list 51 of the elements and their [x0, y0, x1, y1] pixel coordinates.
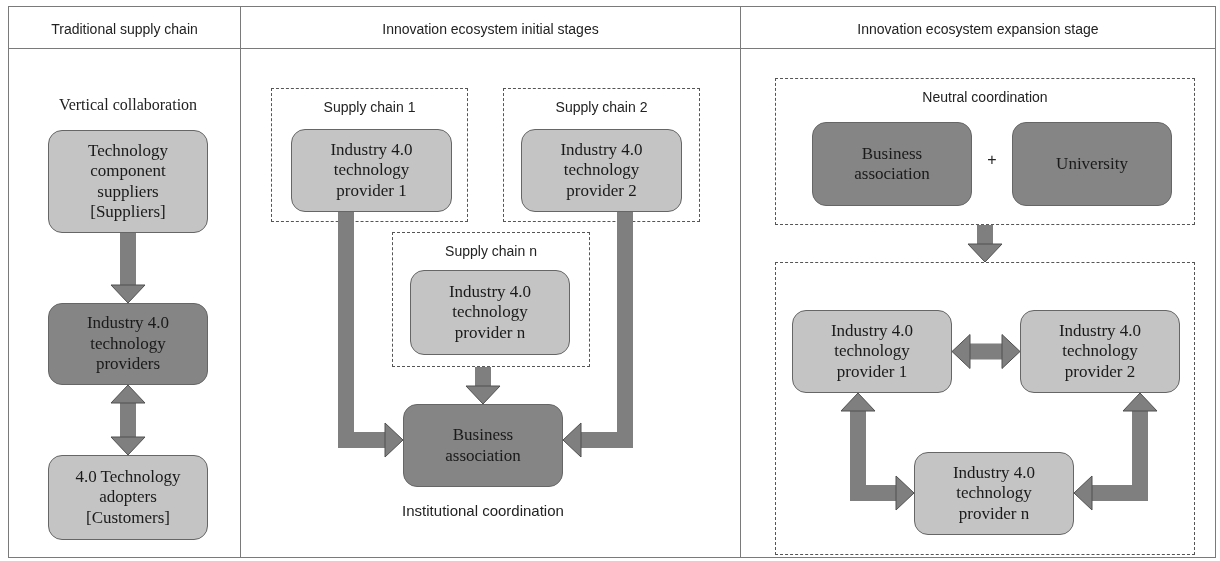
dashed-group-box: [775, 262, 1195, 555]
box-label: Business association: [853, 143, 931, 185]
box-label: Business association: [444, 425, 522, 466]
column-heading: Innovation ecosystem expansion stage: [856, 20, 1100, 39]
block-arrow: [338, 212, 404, 458]
process-box: [291, 129, 452, 212]
process-box: [1012, 122, 1172, 206]
block-arrow: [967, 225, 1003, 263]
column-panel: [240, 6, 741, 558]
box-label: 4.0 Technology adopters [Customers]: [74, 466, 182, 529]
box-label: Industry 4.0 technology provider 1: [329, 139, 414, 202]
caption-text: Institutional coordination: [401, 501, 565, 521]
process-box: [410, 270, 570, 355]
process-box: [812, 122, 972, 206]
block-arrow: [1073, 392, 1158, 511]
block-arrow: [840, 392, 915, 511]
dashed-group-box: [775, 78, 1195, 225]
column-panel: [740, 6, 1216, 558]
process-box: [792, 310, 952, 393]
section-title: Vertical collaboration: [57, 95, 199, 115]
process-box: [521, 129, 682, 212]
box-label: Industry 4.0 technology provider n: [951, 462, 1037, 525]
box-label: Industry 4.0 technology provider 2: [559, 139, 644, 202]
process-box: [1020, 310, 1180, 393]
block-arrow: [465, 367, 501, 405]
block-arrow: [562, 212, 633, 458]
process-box: [48, 455, 208, 540]
column-heading: Innovation ecosystem initial stages: [381, 20, 600, 39]
box-label: Industry 4.0 technology provider 2: [1057, 320, 1143, 383]
column-panel: [8, 6, 241, 558]
block-arrow: [110, 233, 146, 304]
dashed-group-box: [392, 232, 590, 367]
group-heading: Supply chain n: [444, 242, 538, 261]
plus-sign: +: [986, 150, 998, 170]
box-label: University: [1056, 153, 1128, 175]
block-arrow: [110, 384, 146, 456]
group-heading: Supply chain 2: [554, 98, 649, 117]
process-box: [48, 130, 208, 233]
group-heading: Supply chain 1: [322, 98, 417, 117]
box-label: Technology component suppliers [Suppliers]: [87, 140, 169, 223]
box-label: Industry 4.0 technology providers: [85, 313, 171, 375]
process-box: [48, 303, 208, 385]
group-heading: Neutral coordination: [921, 88, 1049, 107]
process-box: [403, 404, 563, 487]
column-heading: Traditional supply chain: [50, 20, 199, 39]
dashed-group-box: [503, 88, 700, 222]
dashed-group-box: [271, 88, 468, 222]
process-box: [914, 452, 1074, 535]
box-label: Industry 4.0 technology provider n: [447, 281, 533, 344]
block-arrow: [951, 334, 1021, 369]
box-label: Industry 4.0 technology provider 1: [829, 320, 915, 383]
